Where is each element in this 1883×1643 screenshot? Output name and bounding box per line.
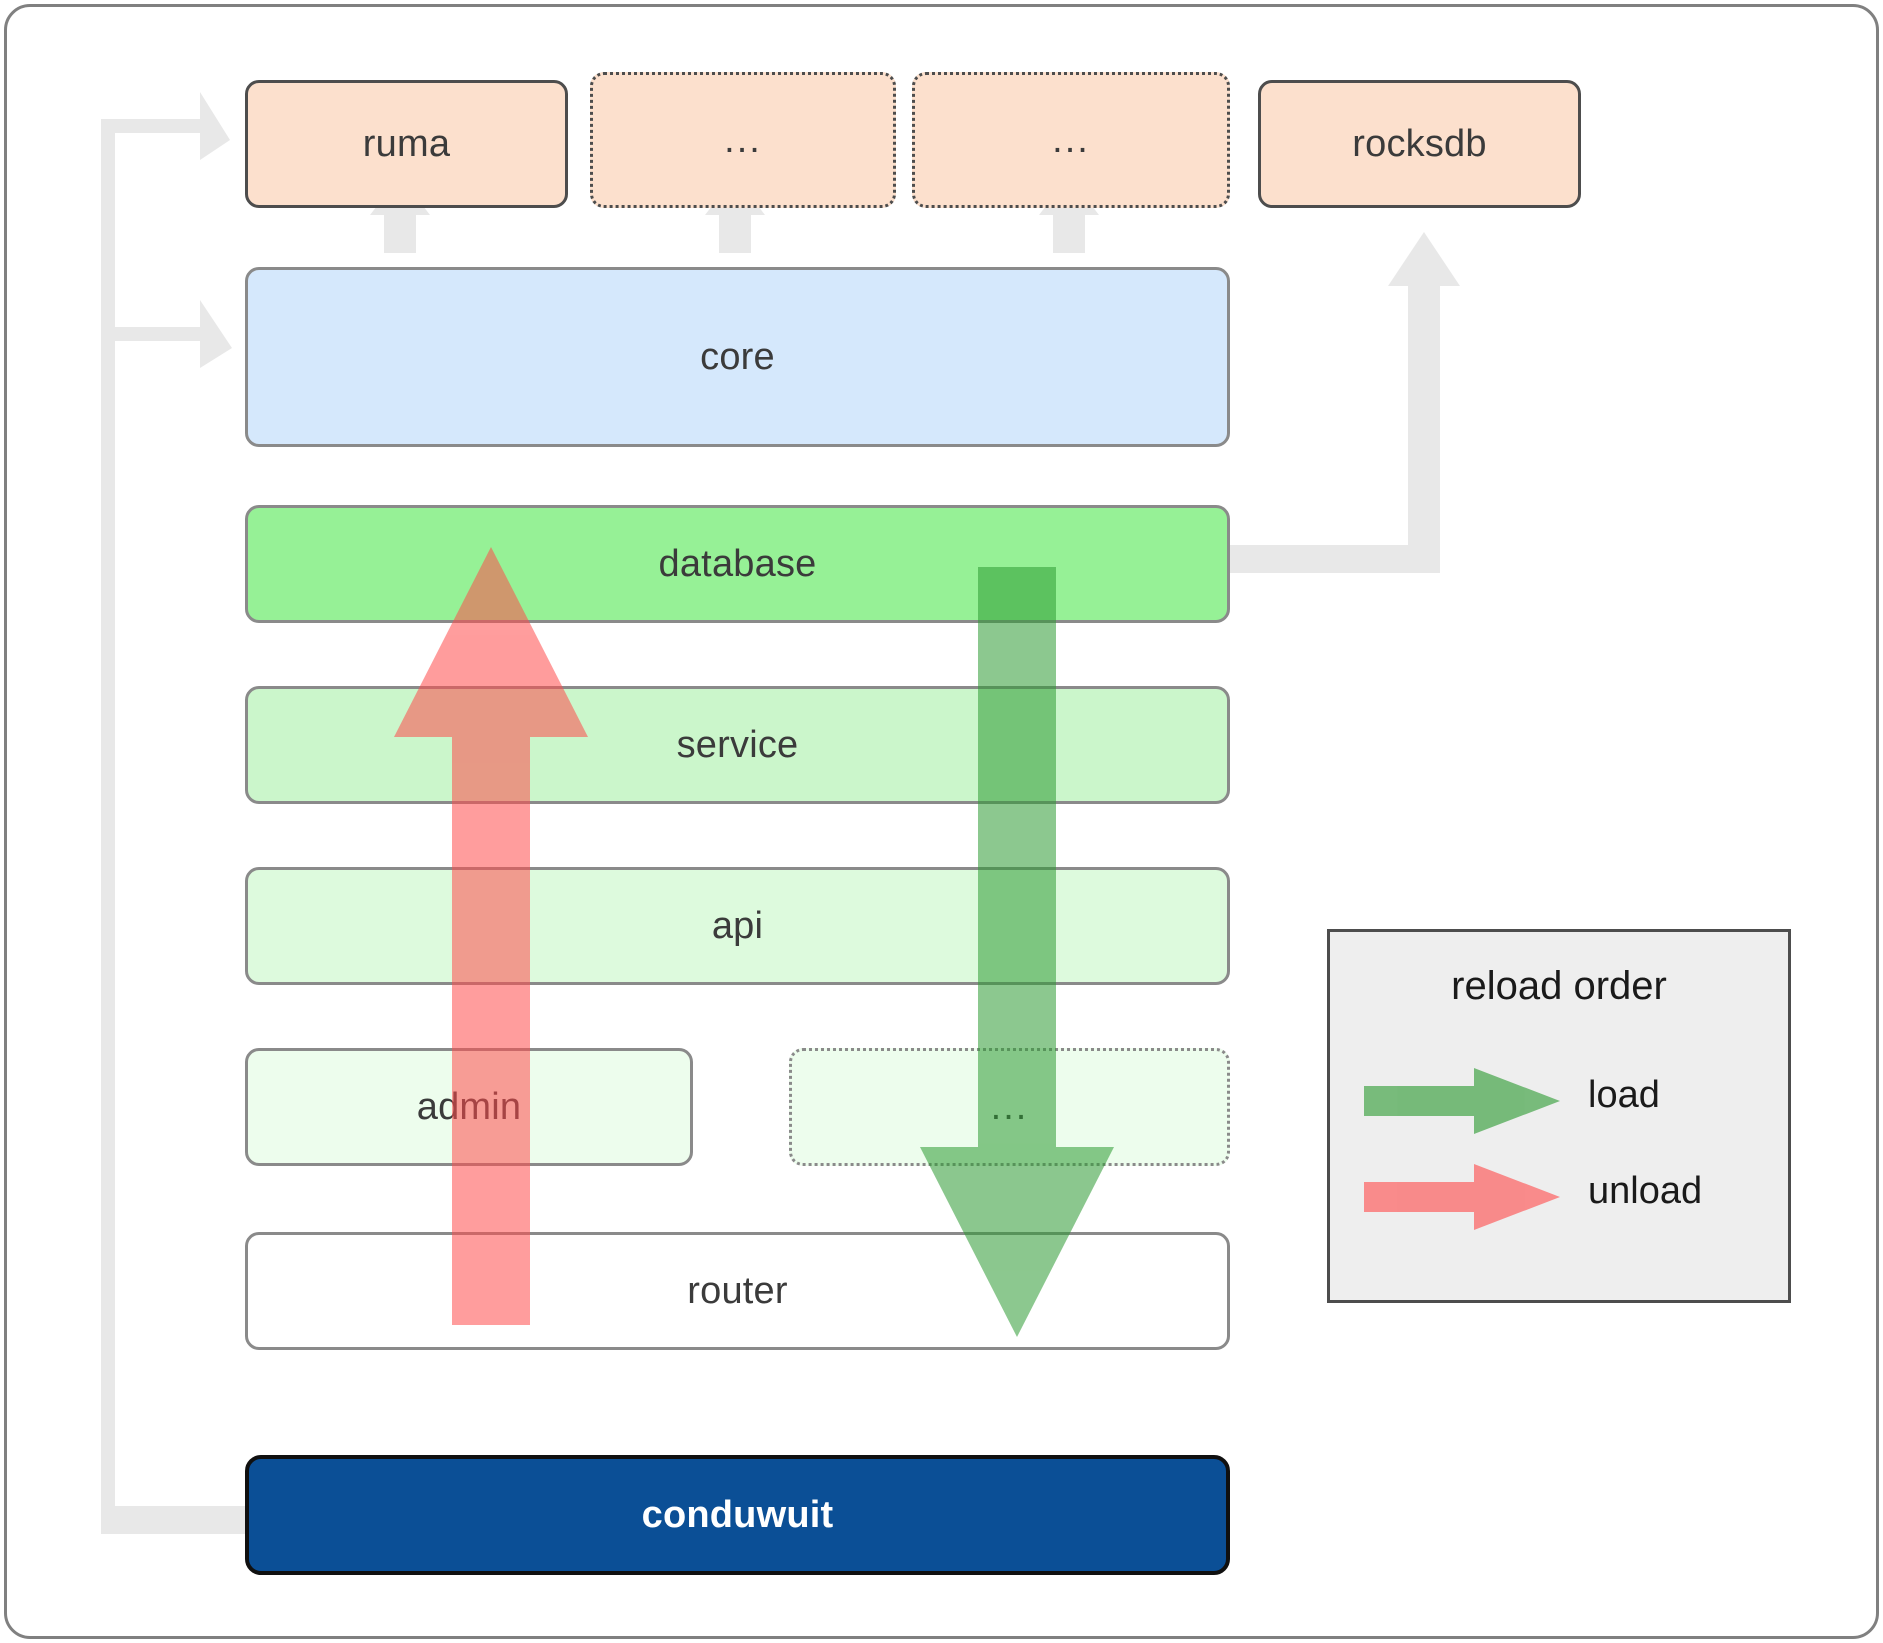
node-service-label: service (676, 723, 799, 766)
connector-database-to-rocksdb (1230, 232, 1460, 573)
node-core[interactable]: core (245, 267, 1230, 447)
node-api-label: api (711, 904, 764, 947)
unload-legend-icon (1364, 1164, 1560, 1230)
legend-row-unload: unload (1330, 1154, 1788, 1240)
node-admin-label: admin (416, 1085, 522, 1128)
node-ruma-label: ruma (362, 122, 451, 165)
node-conduwuit-label: conduwuit (641, 1493, 834, 1536)
node-admin[interactable]: admin (245, 1048, 693, 1166)
node-conduwuit[interactable]: conduwuit (245, 1455, 1230, 1575)
node-database-label: database (658, 542, 817, 585)
node-router-label: router (687, 1269, 788, 1312)
legend-panel: reload order load unload (1327, 929, 1791, 1303)
node-dep-b[interactable]: ... (912, 72, 1230, 208)
node-database[interactable]: database (245, 505, 1230, 623)
node-dots-label: ... (990, 1085, 1029, 1128)
node-dep-a[interactable]: ... (590, 72, 896, 208)
unload-legend-label: unload (1588, 1170, 1703, 1212)
node-core-label: core (700, 335, 775, 378)
connector-spine-ruma (101, 92, 230, 1520)
connector-branch-core (115, 300, 232, 368)
node-router[interactable]: router (245, 1232, 1230, 1350)
node-dep-a-label: ... (724, 118, 762, 161)
page-frame (4, 4, 1879, 1639)
node-rocksdb[interactable]: rocksdb (1258, 80, 1581, 208)
load-legend-label: load (1588, 1074, 1660, 1116)
load-legend-icon (1364, 1068, 1560, 1134)
node-dep-b-label: ... (1052, 118, 1090, 161)
node-service[interactable]: service (245, 686, 1230, 804)
node-rocksdb-label: rocksdb (1352, 122, 1487, 165)
legend-title: reload order (1451, 964, 1667, 1008)
connector-conduwuit-stub (101, 1506, 246, 1534)
node-dots[interactable]: ... (789, 1048, 1230, 1166)
legend-row-load: load (1330, 1058, 1788, 1144)
node-api[interactable]: api (245, 867, 1230, 985)
node-ruma[interactable]: ruma (245, 80, 568, 208)
